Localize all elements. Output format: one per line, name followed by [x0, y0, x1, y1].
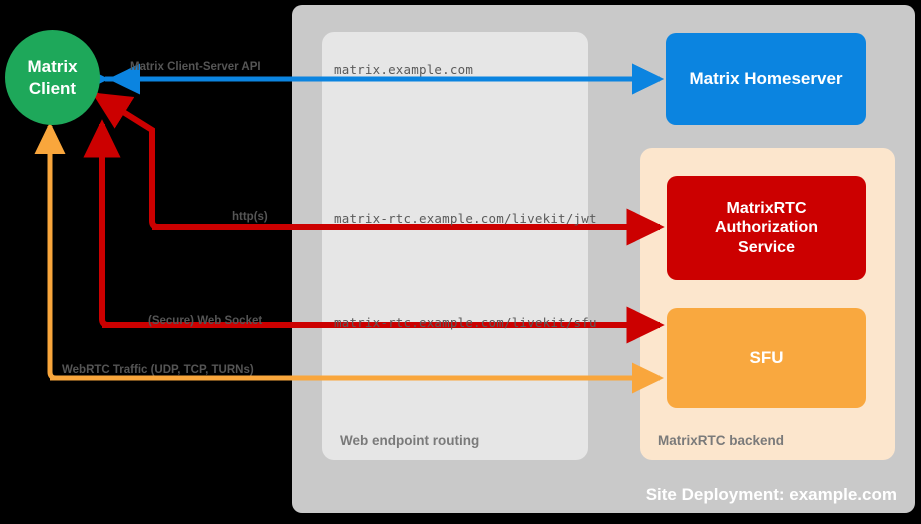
site-deployment-label: Site Deployment: example.com: [645, 485, 897, 504]
endpoint-url-livekit-jwt: matrix-rtc.example.com/livekit/jwt: [334, 211, 597, 226]
edge-label-websocket: (Secure) Web Socket: [148, 315, 263, 327]
matrixrtc-backend-label: MatrixRTC backend: [658, 433, 785, 448]
sfu-node[interactable]: SFU: [667, 308, 866, 408]
matrix-client-label-line1: Matrix: [27, 57, 78, 77]
edge-label-client-server-api: Matrix Client-Server API: [130, 61, 261, 73]
matrixrtc-authorization-service-node[interactable]: MatrixRTC Authorization Service: [667, 176, 866, 280]
matrix-homeserver-label: Matrix Homeserver: [689, 68, 843, 88]
matrix-client-label-line2: Client: [28, 78, 77, 98]
auth-label-line1: MatrixRTC: [726, 199, 807, 217]
edge-label-webrtc-traffic: WebRTC Traffic (UDP, TCP, TURNs): [62, 364, 254, 376]
edge-label-https: http(s): [232, 211, 268, 223]
matrix-homeserver-node[interactable]: Matrix Homeserver: [666, 33, 866, 125]
auth-label-line2: Authorization: [714, 219, 819, 237]
sfu-label: SFU: [749, 347, 784, 367]
auth-label-line3: Service: [738, 238, 795, 256]
endpoint-url-livekit-sfu: matrix-rtc.example.com/livekit/sfu: [334, 315, 597, 330]
matrix-client-node[interactable]: Matrix Client: [5, 30, 100, 125]
endpoint-url-homeserver: matrix.example.com: [334, 62, 474, 77]
web-endpoint-routing-panel: Web endpoint routing: [322, 32, 588, 460]
web-endpoint-routing-label: Web endpoint routing: [340, 433, 480, 448]
